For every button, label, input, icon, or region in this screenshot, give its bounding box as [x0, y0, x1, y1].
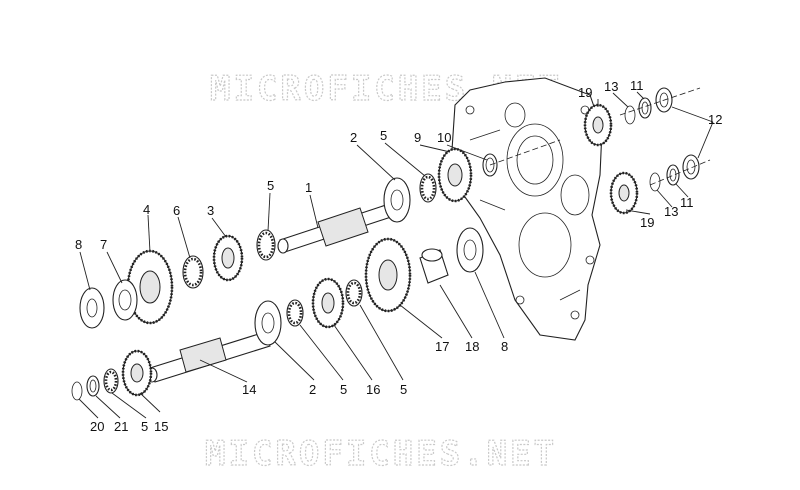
bearing-5-bottom [103, 368, 119, 394]
bearing-5-lower-right [345, 279, 363, 307]
gear-19-upper [583, 103, 613, 147]
gear-15 [121, 349, 153, 397]
callout-5-d: 5 [400, 382, 407, 397]
callout-21: 21 [114, 419, 128, 434]
callout-5-a: 5 [267, 178, 274, 193]
gear-3 [212, 234, 244, 282]
callout-11-upper: 11 [630, 78, 644, 93]
callout-18: 18 [465, 339, 479, 354]
callout-2-lower: 2 [309, 382, 316, 397]
callout-9: 9 [414, 130, 421, 145]
nut-12-lower [682, 154, 700, 180]
bearing-5-lower-mid [286, 299, 304, 327]
callout-17: 17 [435, 339, 449, 354]
flange-8-left [79, 287, 105, 329]
callout-11-lower: 11 [680, 195, 694, 210]
flange-7 [112, 279, 138, 321]
callout-5-b: 5 [380, 128, 387, 143]
callout-10: 10 [437, 130, 451, 145]
callout-20: 20 [90, 419, 104, 434]
callout-8-right: 8 [501, 339, 508, 354]
callout-13-lower: 13 [664, 204, 678, 219]
ring-13-lower [649, 172, 661, 192]
sleeve-18 [419, 248, 449, 284]
ring-13-upper [624, 105, 636, 125]
bearing-5-upper-right [419, 173, 437, 203]
ring-11-lower [666, 164, 680, 186]
watermark-bottom: MICROFICHES.NET [205, 434, 557, 474]
lower-shaft [146, 331, 271, 383]
bearing-6 [182, 255, 204, 289]
gear-9 [437, 147, 473, 203]
gear-19-lower [609, 171, 639, 215]
callout-5-c: 5 [340, 382, 347, 397]
callout-4: 4 [143, 202, 150, 217]
leader-lines [78, 91, 714, 419]
callout-3: 3 [207, 203, 214, 218]
gearbox-housing [451, 77, 603, 341]
callout-1: 1 [305, 180, 312, 195]
washer-21 [86, 375, 100, 397]
callout-6: 6 [173, 203, 180, 218]
callout-19-upper: 19 [578, 85, 592, 100]
callout-2-upper: 2 [350, 130, 357, 145]
callout-5-e: 5 [141, 419, 148, 434]
callout-12: 12 [708, 112, 722, 127]
ring-11-upper [638, 97, 652, 119]
bearing-5-upper-left [256, 229, 276, 261]
callout-19-lower: 19 [640, 215, 654, 230]
callout-7: 7 [100, 237, 107, 252]
callout-16: 16 [366, 382, 380, 397]
flange-2-lower [254, 300, 282, 346]
flange-8-right [456, 227, 484, 273]
gear-17 [364, 237, 412, 313]
flange-2-upper [383, 177, 411, 223]
callout-8-left: 8 [75, 237, 82, 252]
callout-15: 15 [154, 419, 168, 434]
circlip-20 [71, 381, 83, 401]
callout-14: 14 [242, 382, 256, 397]
callout-13-upper: 13 [604, 79, 618, 94]
gear-16 [311, 277, 345, 329]
upper-shaft [277, 201, 401, 254]
